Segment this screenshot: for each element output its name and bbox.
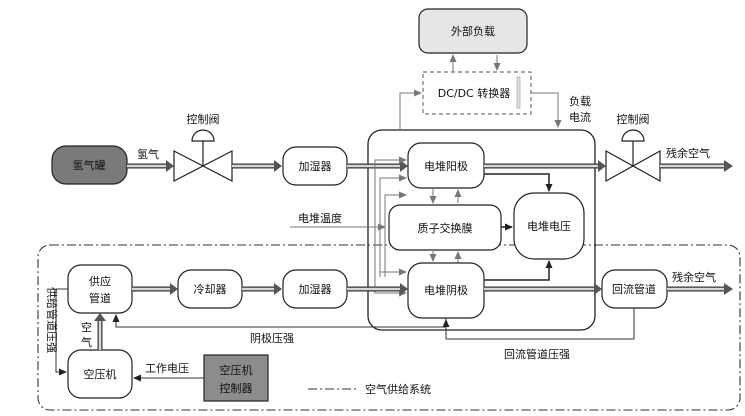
- air-label-2: 气: [81, 335, 92, 349]
- return-pipe-label: 回流管道: [612, 282, 656, 296]
- stack-temperature-label: 电堆温度: [298, 211, 342, 225]
- hydrogen-label: 氢气: [137, 147, 159, 161]
- residual-air-top-label: 残余空气: [666, 146, 710, 160]
- humidifier-top-label: 加湿器: [299, 160, 332, 173]
- supply-pipe-label-1: 供应: [89, 274, 111, 288]
- compressor-controller-box: [203, 354, 269, 402]
- control-valve-left-label: 控制阀: [187, 112, 220, 126]
- compressor-controller-label-1: 空压机: [220, 363, 253, 377]
- stack-voltage-box: [513, 192, 585, 260]
- supply-pipe-box: [67, 264, 133, 314]
- cooler-label: 冷却器: [194, 283, 227, 296]
- load-current-label-2: 电流: [569, 110, 591, 124]
- stack-cathode-label: 电堆阴极: [424, 283, 468, 297]
- stack-anode-label: 电堆阳极: [424, 159, 468, 173]
- return-pipe-pressure-label: 回流管道压强: [504, 347, 570, 361]
- dcdc-converter-label: DC/DC 转换器: [438, 86, 511, 100]
- cathode-pressure-label: 阴极压强: [250, 331, 294, 345]
- stack-voltage-label: 电堆电压: [527, 220, 571, 233]
- compressor-controller-label-2: 控制器: [220, 381, 253, 395]
- fuel-cell-stack-container: [367, 129, 596, 331]
- working-voltage-label: 工作电压: [145, 362, 189, 375]
- dcdc-indicator-bar: [516, 76, 521, 109]
- load-current-label-1: 负载: [569, 94, 591, 108]
- residual-air-bottom-label: 残余空气: [672, 270, 716, 284]
- hydrogen-tank-label: 氢气罐: [73, 158, 106, 172]
- external-load-label: 外部负载: [451, 24, 495, 38]
- control-valve-right-label: 控制阀: [617, 112, 650, 126]
- air-compressor-label: 空压机: [84, 367, 117, 381]
- air-label-1: 空: [81, 320, 92, 334]
- humidifier-bottom-label: 加湿器: [299, 283, 332, 296]
- supply-pipe-pressure-label: 供给管道压强: [45, 287, 59, 353]
- control-valve-left: [173, 129, 233, 182]
- proton-exchange-membrane-label: 质子交换膜: [418, 221, 473, 235]
- external-load-box: [418, 8, 528, 54]
- supply-pipe-label-2: 管道: [89, 291, 111, 305]
- legend-air-supply-label: 空气供给系统: [365, 382, 431, 396]
- control-valve-right: [605, 129, 661, 183]
- air-supply-system-boundary: [37, 244, 741, 411]
